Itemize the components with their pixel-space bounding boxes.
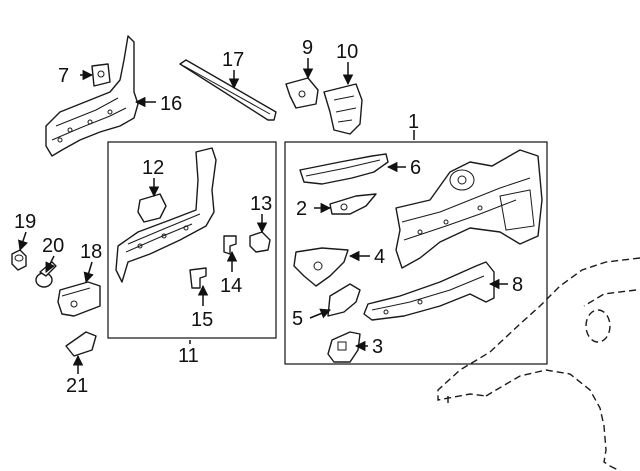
callout-13: 13 xyxy=(250,193,272,215)
callout-2: 2 xyxy=(296,198,307,220)
callout-9: 9 xyxy=(302,37,313,59)
callout-17: 17 xyxy=(222,49,244,71)
callout-7: 7 xyxy=(58,65,69,87)
callout-8: 8 xyxy=(512,274,523,296)
part-6-rail xyxy=(299,153,389,185)
callout-15: 15 xyxy=(191,309,213,331)
part-21-bracket xyxy=(65,331,97,357)
leader-lines xyxy=(18,58,508,374)
part-12-bracket xyxy=(137,193,167,223)
fender-reference-outline xyxy=(437,257,640,471)
group-box-1 xyxy=(284,141,548,365)
part-15-clip xyxy=(189,267,207,289)
callout-10: 10 xyxy=(336,41,358,63)
callout-5: 5 xyxy=(292,308,303,330)
callout-4: 4 xyxy=(374,246,385,268)
part-11-inner-panel xyxy=(115,147,217,283)
part-3-bracket xyxy=(327,331,361,363)
part-1-front-structure xyxy=(395,149,543,269)
callout-21: 21 xyxy=(66,375,88,397)
part-13-bracket xyxy=(249,231,271,253)
part-14-clip xyxy=(223,235,237,255)
part-5-bracket xyxy=(327,283,361,317)
callout-12: 12 xyxy=(142,157,164,179)
part-18-bracket xyxy=(57,281,101,317)
callout-16: 16 xyxy=(160,93,182,115)
group-box-11 xyxy=(107,141,277,339)
part-10-bracket xyxy=(323,83,363,135)
part-7-bracket xyxy=(91,63,111,87)
part-4-bracket xyxy=(293,247,349,287)
callout-20: 20 xyxy=(42,235,64,257)
callout-3: 3 xyxy=(372,336,383,358)
callout-1: 1 xyxy=(408,111,419,133)
part-17-seal-strip xyxy=(179,59,277,121)
part-16-apron-reinforcement xyxy=(45,35,139,157)
callout-6: 6 xyxy=(410,157,421,179)
callout-14: 14 xyxy=(220,275,242,297)
part-2-plate xyxy=(329,193,377,215)
part-8-rail xyxy=(363,261,495,321)
part-20-bolt xyxy=(35,261,57,288)
part-19-nut xyxy=(11,249,27,271)
callout-18: 18 xyxy=(80,241,102,263)
callout-11: 11 xyxy=(178,345,199,367)
callout-19: 19 xyxy=(14,211,36,233)
part-9-bracket xyxy=(285,77,319,109)
